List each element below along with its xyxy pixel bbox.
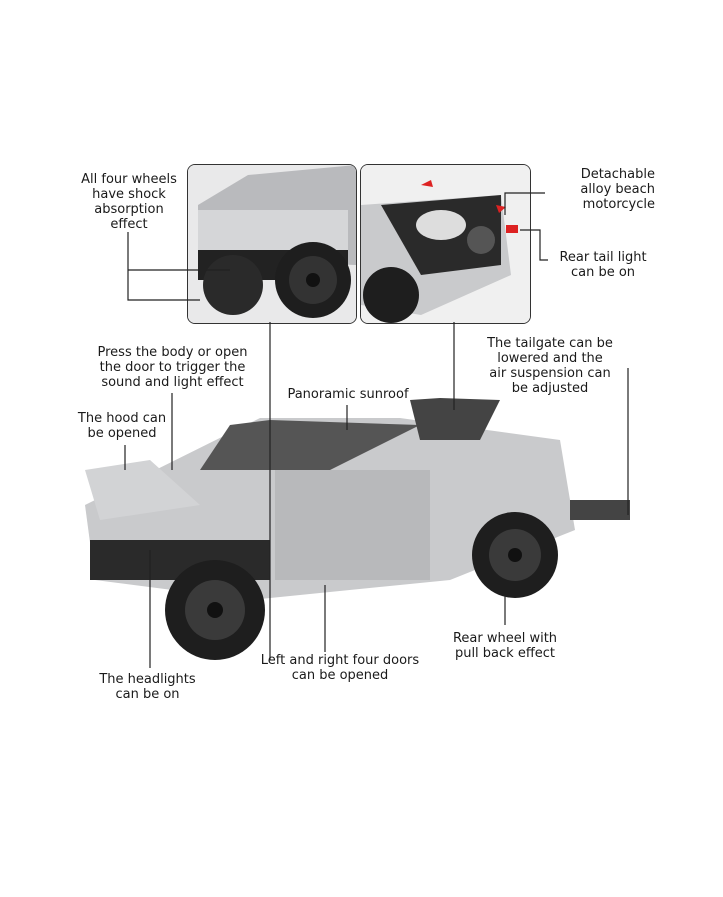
label-rear-wheel: Rear wheel with pull back effect [452, 631, 558, 661]
rear-bed-closeup [360, 164, 531, 324]
label-hood: The hood can be opened [77, 411, 167, 441]
label-motorcycle: Detachable alloy beach motorcycle [580, 167, 655, 212]
label-tail-light: Rear tail light can be on [559, 250, 647, 280]
label-doors: Left and right four doors can be opened [260, 653, 420, 683]
label-tailgate: The tailgate can be lowered and the air … [487, 336, 613, 396]
label-press-body: Press the body or open the door to trigg… [97, 345, 248, 390]
label-headlights: The headlights can be on [99, 672, 196, 702]
label-sunroof: Panoramic sunroof [287, 387, 409, 402]
label-wheels-shock: All four wheels have shock absorption ef… [81, 172, 177, 232]
front-wheel-closeup-image [188, 165, 356, 323]
rear-bed-closeup-image [361, 165, 530, 323]
front-wheel-closeup [187, 164, 357, 324]
leader-lines [124, 192, 629, 668]
